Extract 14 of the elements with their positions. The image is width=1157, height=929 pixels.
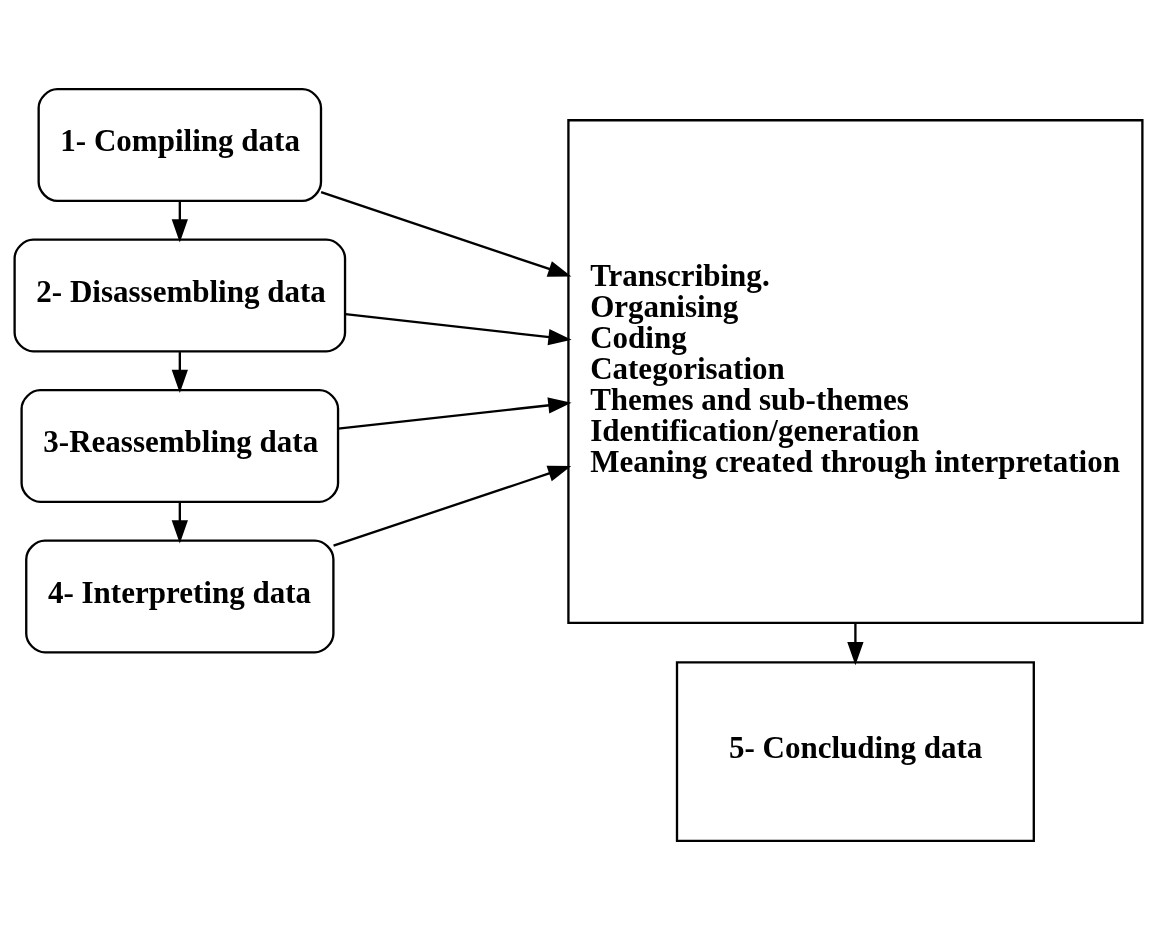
arrow xyxy=(171,201,188,243)
node-box: 4- Interpreting data xyxy=(25,538,335,653)
arrow xyxy=(171,502,188,544)
node-box: 3-Reassembling data xyxy=(20,388,340,503)
node-box: 1- Compiling data xyxy=(37,87,323,202)
node-box: Transcribing. Organising Coding Categorisation Themes and sub-themes Identification/generation Meaning created through interpretation xyxy=(567,118,1144,624)
arrow xyxy=(333,465,572,547)
arrow xyxy=(171,351,188,393)
arrow xyxy=(320,190,572,277)
arrow xyxy=(847,622,864,665)
arrow xyxy=(338,396,572,430)
node-box: 2- Disassembling data xyxy=(13,238,347,353)
arrow xyxy=(345,312,572,345)
node-box: 5- Concluding data xyxy=(675,660,1035,842)
